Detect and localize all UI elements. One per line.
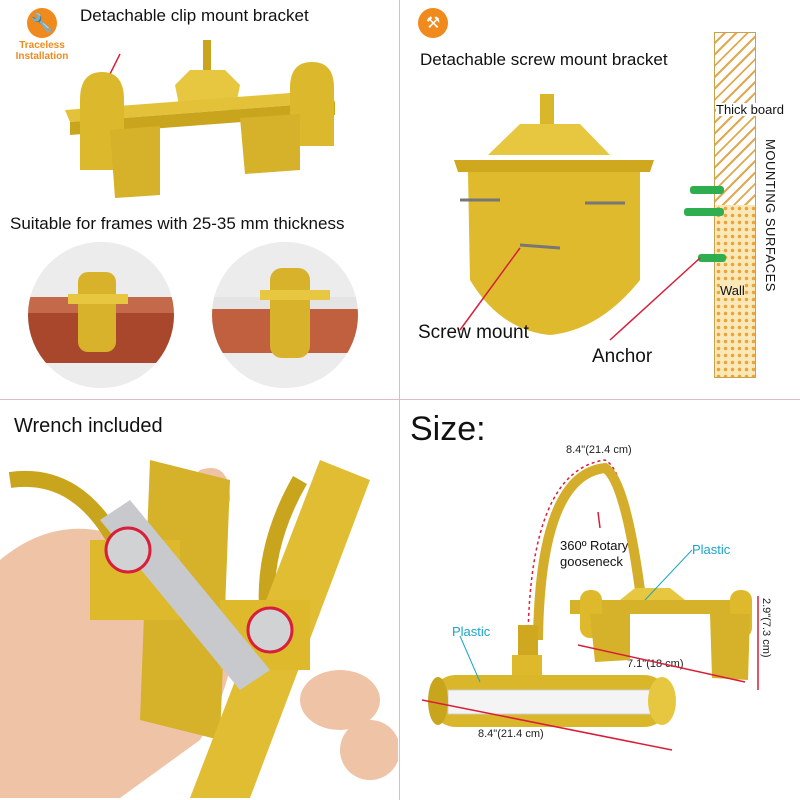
clip-bracket-image xyxy=(65,40,335,198)
divider-horizontal xyxy=(0,399,800,400)
gooseneck-length-label: 8.4"(21.4 cm) xyxy=(566,444,632,456)
anchor-icons xyxy=(684,186,726,262)
anchor-pointer xyxy=(609,257,701,341)
clip-on-frame-photo-2 xyxy=(212,242,358,388)
screw-bracket-image xyxy=(454,94,654,335)
drill-icon: ⚒ xyxy=(418,8,448,38)
traceless-badge: 🔧 Traceless Installation xyxy=(10,8,74,62)
size-title: Size: xyxy=(410,410,486,448)
plastic-label-left: Plastic xyxy=(452,624,491,639)
bracket-width-label: 7.1"(18 cm) xyxy=(627,658,684,670)
screw-bracket-title: Detachable screw mount bracket xyxy=(420,50,668,69)
frame-thickness-text: Suitable for frames with 25-35 mm thickn… xyxy=(10,214,345,233)
thick-board-label: Thick board xyxy=(716,102,784,117)
divider-vertical xyxy=(399,0,400,800)
bracket-height-label: 2.9"(7.3 cm) xyxy=(760,598,772,658)
clip-bracket-title: Detachable clip mount bracket xyxy=(80,6,309,25)
anchor-label: Anchor xyxy=(592,346,653,367)
mounting-surfaces-label: MOUNTING SURFACES xyxy=(763,138,778,292)
lamp-length-label: 8.4"(21.4 cm) xyxy=(478,728,544,740)
wrench-photo xyxy=(0,440,398,798)
traceless-badge-label: Traceless Installation xyxy=(15,40,69,62)
screw-mount-label: Screw mount xyxy=(418,322,529,343)
clip-on-frame-photo-1 xyxy=(28,242,174,388)
lamp-size-diagram xyxy=(421,459,759,751)
wrench-included-title: Wrench included xyxy=(14,415,163,437)
wall-label: Wall xyxy=(720,283,745,298)
wrench-icon: 🔧 xyxy=(27,8,57,38)
plastic-label-top: Plastic xyxy=(692,542,731,557)
rotary-gooseneck-label: 360º Rotary gooseneck xyxy=(560,538,629,569)
